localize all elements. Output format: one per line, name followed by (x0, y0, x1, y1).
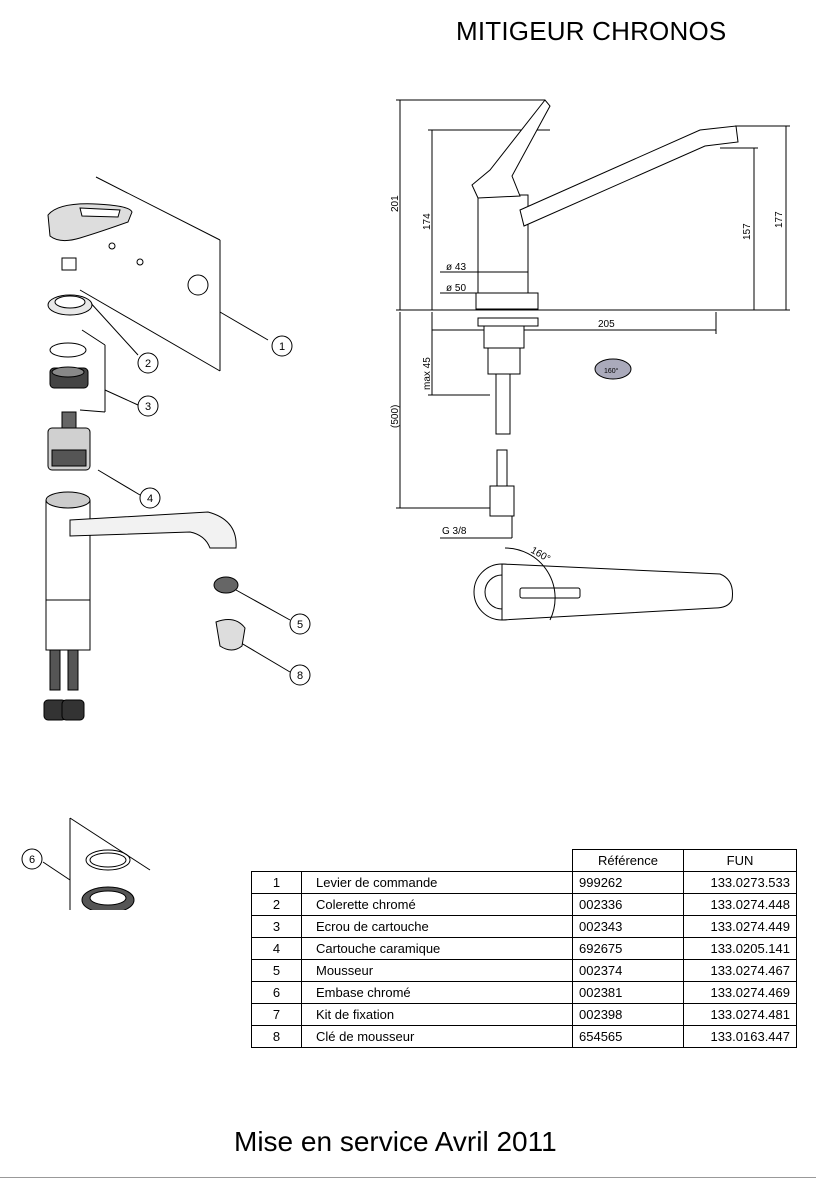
part-number: 1 (251, 871, 302, 894)
part-fun: 133.0274.481 (683, 1003, 797, 1026)
part-number: 7 (251, 1003, 302, 1026)
part-description: Embase chromé (301, 981, 573, 1004)
page-title: MITIGEUR CHRONOS (456, 16, 727, 46)
part-description: Colerette chromé (301, 893, 573, 916)
svg-text:6: 6 (29, 854, 35, 866)
part-number: 4 (251, 937, 302, 960)
svg-text:1: 1 (279, 341, 285, 353)
table-row: 7 Kit de fixation 002398 133.0274.481 (251, 1003, 797, 1026)
part-description: Mousseur (301, 959, 573, 982)
table-row: 5 Mousseur 002374 133.0274.467 (251, 959, 797, 982)
callout-4: 4 (139, 487, 161, 509)
table-header-row: Référence FUN (252, 849, 797, 872)
part-description: Clé de mousseur (301, 1025, 573, 1048)
dim-500: (500) (390, 405, 401, 428)
part-reference: 654565 (572, 1025, 684, 1048)
dim-174: 174 (422, 213, 433, 230)
table-row: 1 Levier de commande 999262 133.0273.533 (251, 871, 797, 894)
part-description: Kit de fixation (301, 1003, 573, 1026)
callout-3: 3 (137, 395, 159, 417)
part-reference: 002343 (572, 915, 684, 938)
part-number: 3 (251, 915, 302, 938)
part-description: Ecrou de cartouche (301, 915, 573, 938)
part-fun: 133.0274.469 (683, 981, 797, 1004)
part-reference: 002398 (572, 1003, 684, 1026)
dim-157: 157 (742, 223, 753, 240)
table-row: 4 Cartouche caramique 692675 133.0205.14… (251, 937, 797, 960)
dim-177: 177 (774, 211, 785, 228)
part-reference: 002374 (572, 959, 684, 982)
part-description: Cartouche caramique (301, 937, 573, 960)
part-reference: 692675 (572, 937, 684, 960)
callout-8: 8 (289, 664, 311, 686)
part-fun: 133.0274.467 (683, 959, 797, 982)
part-fun: 133.0273.533 (683, 871, 797, 894)
part-number: 5 (251, 959, 302, 982)
commissioning-date: Mise en service Avril 2011 (234, 1126, 557, 1157)
dim-dia-50: ø 50 (446, 283, 466, 294)
parts-table: Référence FUN 1 Levier de commande 99926… (251, 849, 797, 1048)
header-reference: Référence (572, 849, 684, 872)
callout-2: 2 (137, 352, 159, 374)
part-reference: 002381 (572, 981, 684, 1004)
part-reference: 999262 (572, 871, 684, 894)
svg-text:3: 3 (145, 401, 151, 413)
callout-1: 1 (271, 335, 293, 357)
table-row: 2 Colerette chromé 002336 133.0274.448 (251, 893, 797, 916)
header-fun: FUN (683, 849, 797, 872)
part-fun: 133.0274.448 (683, 893, 797, 916)
svg-text:2: 2 (145, 358, 151, 370)
exploded-view-diagram: 1 2 3 4 5 8 6 7 (21, 176, 311, 910)
part-number: 6 (251, 981, 302, 1004)
part-fun: 133.0163.447 (683, 1025, 797, 1048)
dim-205: 205 (598, 319, 615, 330)
dimension-drawing: 201 174 157 177 ø 43 ø 50 205 max 45 (50… (390, 99, 790, 621)
part-number: 8 (251, 1025, 302, 1048)
part-reference: 002336 (572, 893, 684, 916)
dim-rotation-160: 160° (604, 367, 619, 375)
part-description: Levier de commande (301, 871, 573, 894)
part-number: 2 (251, 893, 302, 916)
part-fun: 133.0205.141 (683, 937, 797, 960)
callout-6: 6 (21, 848, 43, 870)
dim-201: 201 (390, 195, 401, 212)
table-row: 6 Embase chromé 002381 133.0274.469 (251, 981, 797, 1004)
dim-g-3-8: G 3/8 (442, 526, 467, 537)
svg-text:4: 4 (147, 493, 153, 505)
table-row: 3 Ecrou de cartouche 002343 133.0274.449 (251, 915, 797, 938)
table-row: 8 Clé de mousseur 654565 133.0163.447 (251, 1025, 797, 1048)
part-fun: 133.0274.449 (683, 915, 797, 938)
dim-max-45: max 45 (422, 357, 433, 390)
callout-5: 5 (289, 613, 311, 635)
svg-text:5: 5 (297, 619, 303, 631)
dim-dia-43: ø 43 (446, 262, 466, 273)
bottom-divider (0, 1177, 816, 1178)
svg-text:8: 8 (297, 670, 303, 682)
